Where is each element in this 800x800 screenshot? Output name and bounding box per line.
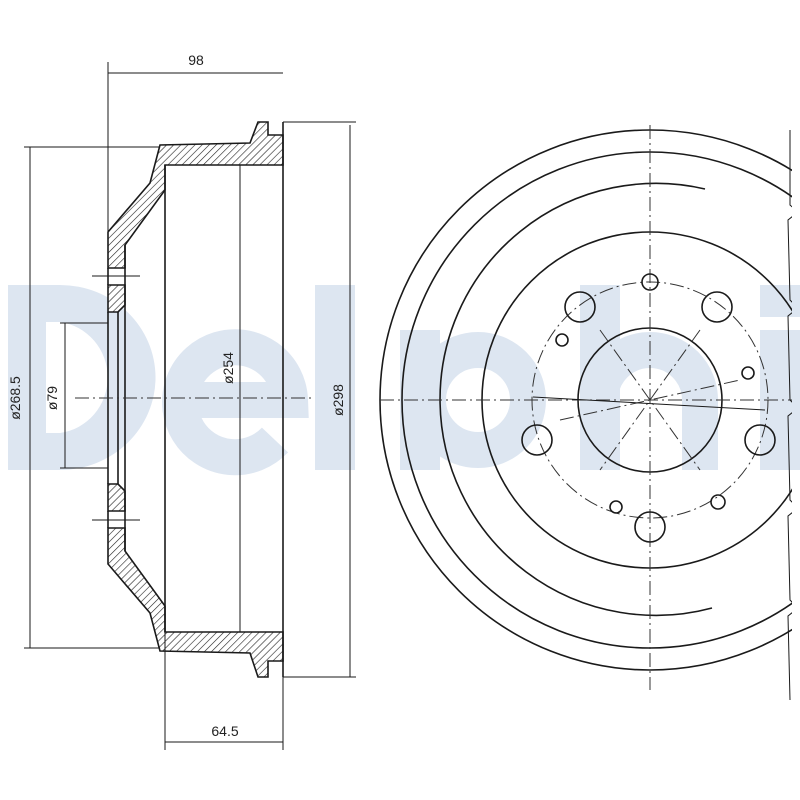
small-hole [555,333,569,347]
section-bottom-hub [107,483,126,512]
bolt-hole [744,424,776,456]
dim-inner-depth: 64.5 [211,723,238,739]
delphi-watermark-logo [8,285,800,476]
section-top [107,121,284,269]
bolt-hole [701,291,733,323]
dim-braking-diameter: ø254 [220,352,236,384]
dim-flange-diameter: ø268.5 [7,376,23,420]
front-view [379,125,792,701]
small-hole [741,366,755,380]
dim-center-bore: ø79 [44,386,60,410]
break-line [787,130,792,701]
dim-outer-diameter: ø298 [330,384,346,416]
section-bottom [107,527,284,678]
small-hole [710,494,726,510]
side-section-view: 98 64.5 ø268.5 ø79 ø254 ø298 [7,52,356,750]
bolt-hole [521,424,553,456]
dim-overall-depth: 98 [188,52,204,68]
small-hole [609,500,623,514]
drum-arc [439,182,713,617]
section-top-hub [107,284,126,313]
bolt-hole [564,291,596,323]
bolt-hole [634,511,666,543]
pilot-hole [641,273,659,291]
